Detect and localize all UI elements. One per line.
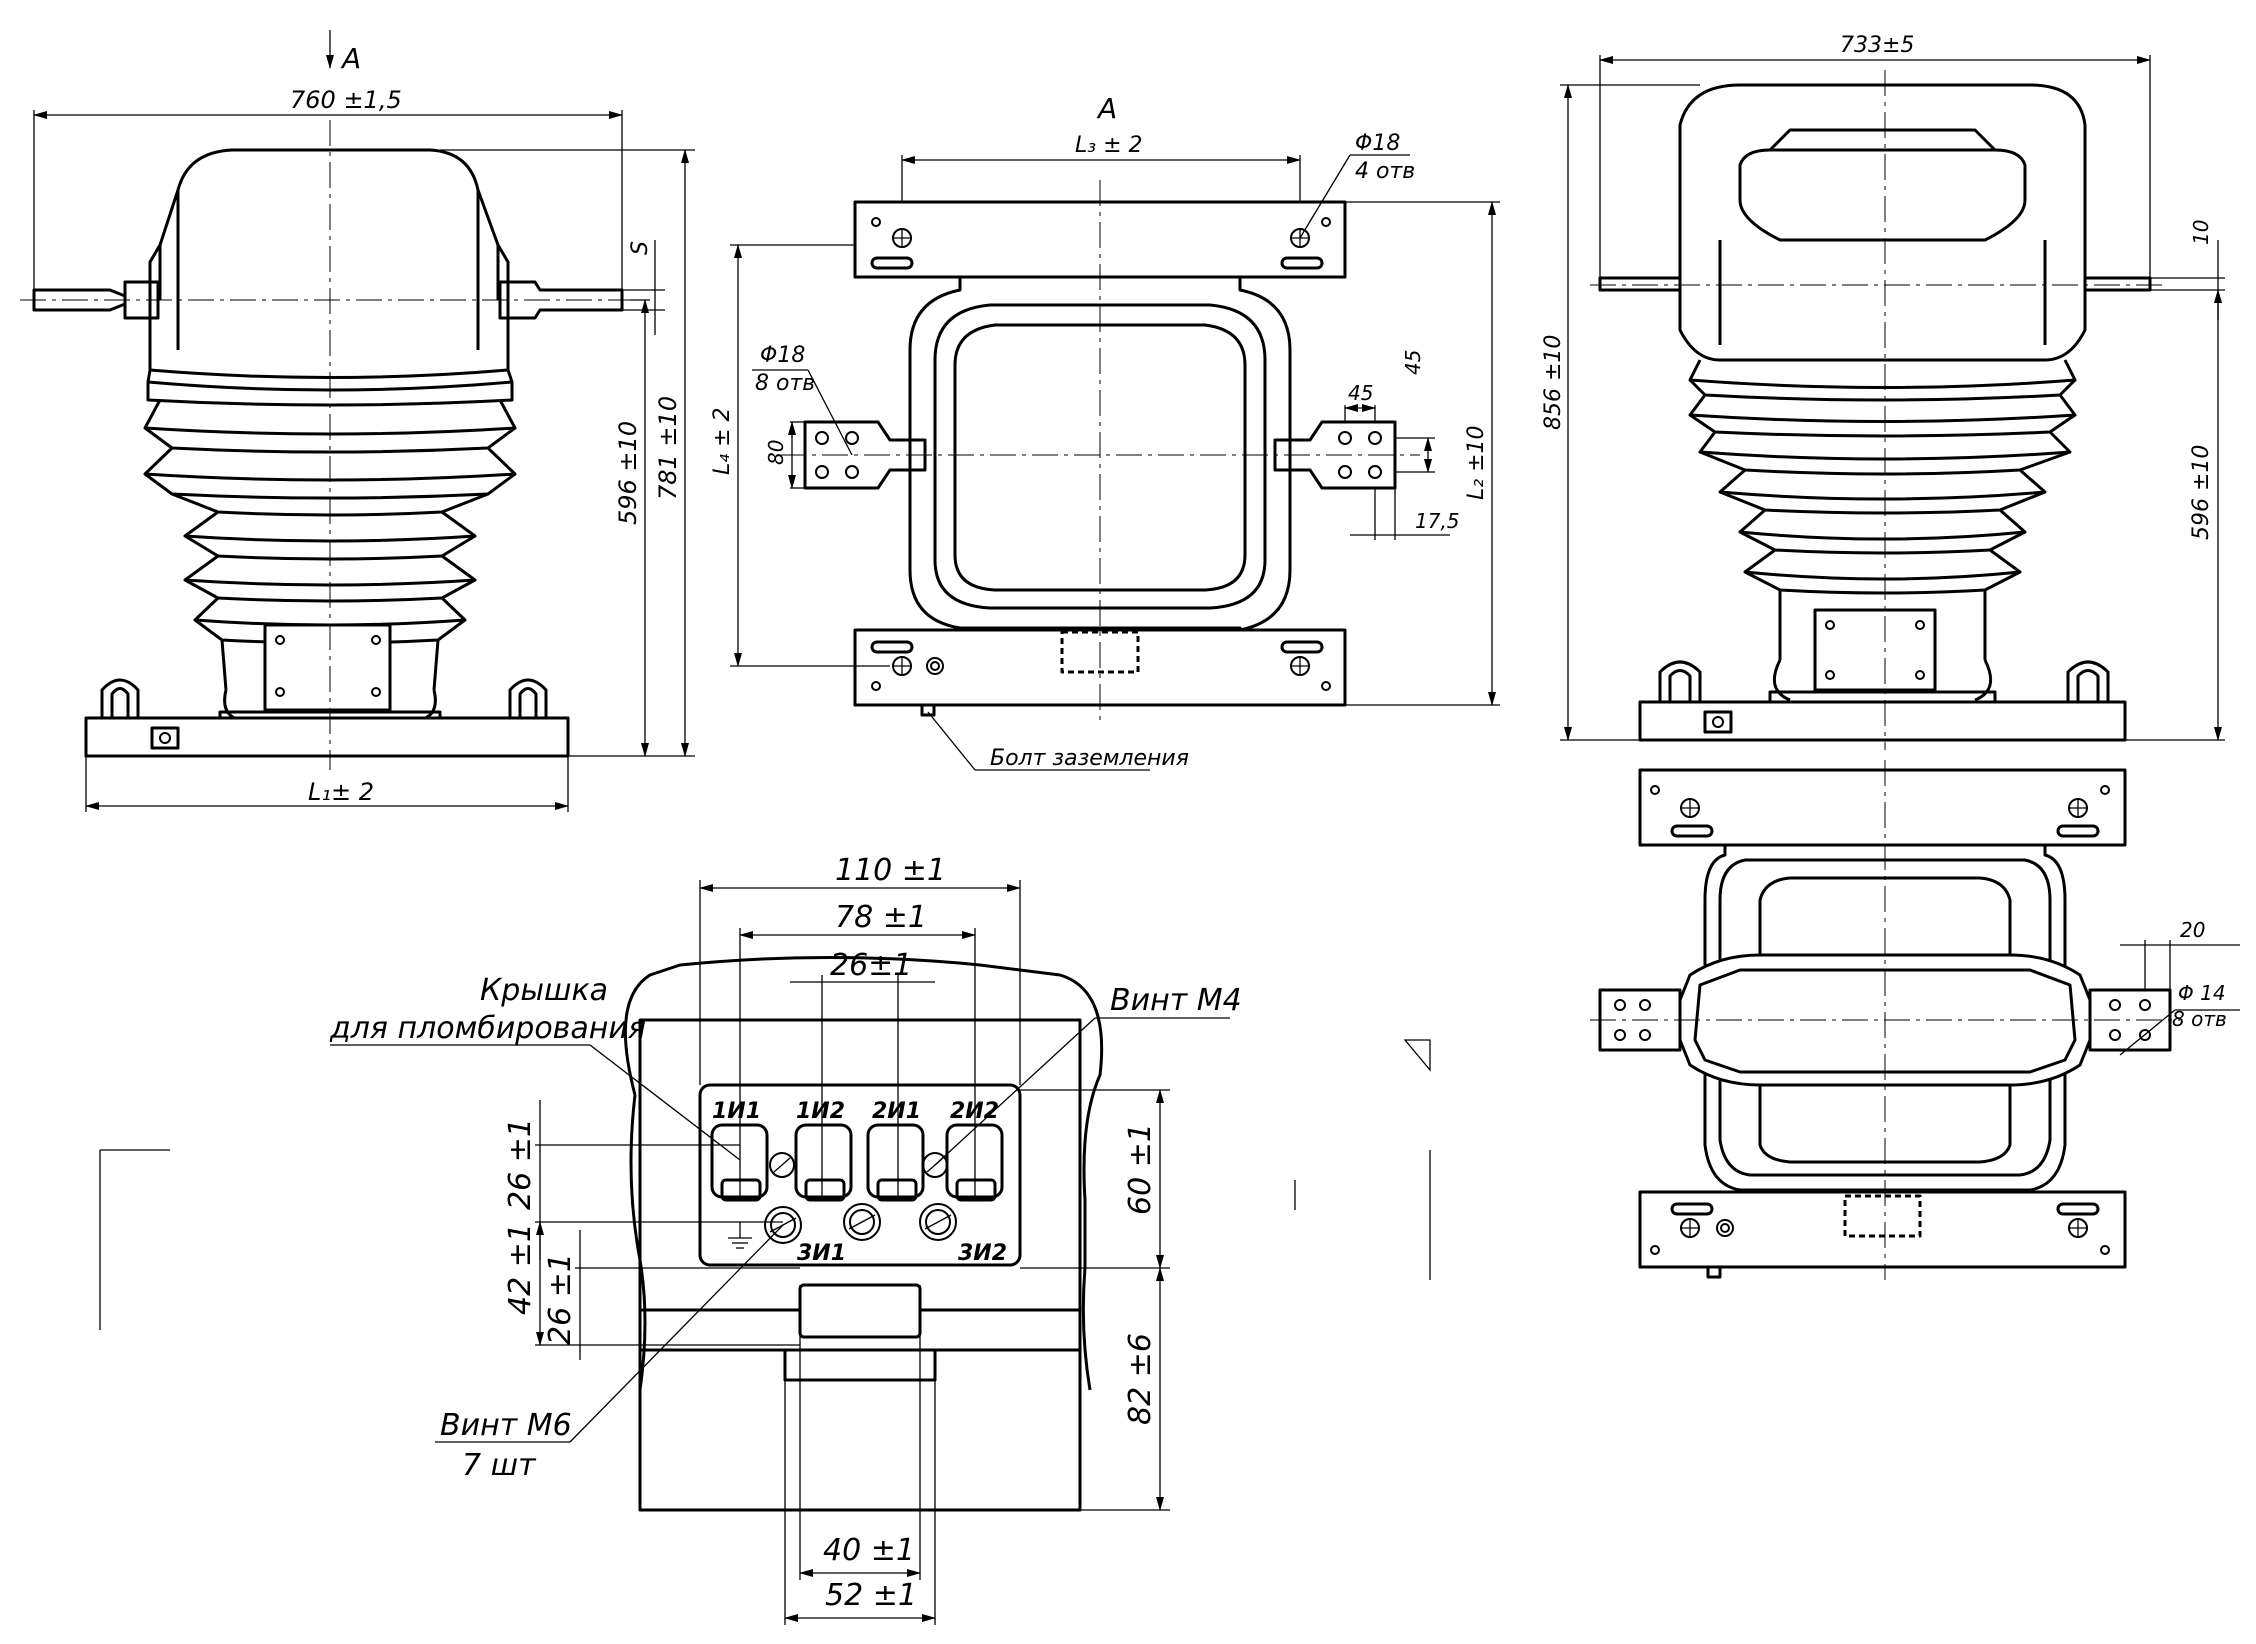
dim-10-label: 10 <box>2189 220 2213 245</box>
terminal-panel <box>698 1083 1022 1267</box>
terminal-3i2: 3И2 <box>958 1241 1007 1266</box>
dim-110-label: 110 ±1 <box>835 853 946 888</box>
terminal-3i1: 3И1 <box>797 1241 846 1266</box>
side-height-596-label: 596 ±10 <box>2189 445 2214 540</box>
hole18-4-callout: Φ18 4 отв <box>1299 131 1415 239</box>
m6-screw-mid <box>843 1203 881 1241</box>
hole18-8-qty: 8 отв <box>755 371 815 396</box>
br-core-outer <box>1703 843 2067 1192</box>
height-596-label: 596 ±10 <box>614 421 642 525</box>
hole18-8-dia: Φ18 <box>760 343 805 368</box>
front-terminal-box <box>263 623 392 712</box>
cover-callout: Крышка для пломбирования <box>329 973 741 1161</box>
hole18-8-callout: Φ18 8 отв <box>752 343 853 456</box>
base-plate <box>84 716 570 758</box>
grounding-bolt-label: Болт заземления <box>990 746 1189 771</box>
dim-45a-label: 45 <box>1348 381 1373 405</box>
right-busbar <box>498 280 624 320</box>
dim-45b-label: 45 <box>1401 350 1425 375</box>
dim-80-label: 80 <box>764 440 788 465</box>
m6-screw-3i1 <box>764 1206 802 1244</box>
top-view: A L₃ ± 2 Φ18 4 отв Φ18 8 отв 80 45 <box>710 92 1500 771</box>
m6-screw-3i2 <box>919 1203 957 1241</box>
hole18-4-qty: 4 отв <box>1355 159 1415 184</box>
hole18-4-dia: Φ18 <box>1355 131 1400 156</box>
dim-40-label: 40 ±1 <box>823 1533 915 1568</box>
left-lifting-eye <box>100 678 140 718</box>
terminal-box-view: 1И1 1И2 2И1 2И2 3И1 3И2 110 ±1 78 ±1 26±… <box>329 853 1242 1625</box>
terminal-1i1: 1И1 <box>712 1099 761 1124</box>
dim-17-5-label: 17,5 <box>1415 509 1460 533</box>
terminal-2i1: 2И1 <box>872 1099 921 1124</box>
br-top-plate <box>1638 768 2127 847</box>
l3-dimension: L₃ ± 2 <box>901 133 1301 235</box>
screw-m4-label: Винт М4 <box>1110 983 1242 1018</box>
side-height-856-label: 856 ±10 <box>1541 335 1566 430</box>
grounding-bolt-callout: Болт заземления <box>927 711 1189 771</box>
dim-20-label: 20 <box>2180 918 2205 942</box>
front-view: A 760 ±1,5 <box>20 30 695 812</box>
dim-78-label: 78 ±1 <box>835 900 927 935</box>
dim-82-label: 82 ±6 <box>1123 1333 1158 1425</box>
side-view: 733±5 856 ±10 596 ±10 10 <box>1541 33 2225 750</box>
hole14-qty: 8 отв <box>2172 1007 2227 1031</box>
dim-26-lower-label: 26 ±1 <box>543 1253 578 1345</box>
width-dim-label: 760 ±1,5 <box>290 86 402 114</box>
width-dimension: 760 ±1,5 <box>33 86 623 305</box>
side-insulator-sheds <box>1688 359 2077 660</box>
dim-26-left-label: 26 ±1 <box>503 1118 538 1210</box>
l2-label: L₂ ±10 <box>1464 426 1489 501</box>
m6-callout: Винт М6 7 шт <box>435 1224 784 1483</box>
terminal-1i2: 1И2 <box>796 1099 845 1124</box>
side-head <box>1678 83 2087 362</box>
side-terminal-box <box>1813 608 1937 692</box>
hole14-callout: Φ 14 8 отв <box>2119 981 2240 1056</box>
dim-26-top-label: 26±1 <box>830 948 912 983</box>
s-dimension: S <box>622 240 665 335</box>
l4-label: L₄ ± 2 <box>710 408 735 476</box>
cover-label-1: Крышка <box>480 973 608 1008</box>
m4-screw-2 <box>922 1152 948 1178</box>
base-width-dimension: L₁± 2 <box>85 756 569 812</box>
screw-m6-label: Винт М6 <box>440 1408 572 1443</box>
br-bottom-plate <box>1638 1190 2127 1269</box>
view-a-title: A <box>1096 92 1117 125</box>
dim-52-label: 52 ±1 <box>825 1578 917 1613</box>
l3-label: L₃ ± 2 <box>1075 133 1143 158</box>
left-terminal <box>803 420 927 490</box>
ground-icon <box>728 1222 752 1249</box>
dim-60-label: 60 ±1 <box>1123 1123 1158 1215</box>
height-781-label: 781 ±10 <box>654 396 682 500</box>
height-dimensions: 596 ±10 781 ±10 <box>440 149 695 757</box>
core-inner <box>933 303 1267 610</box>
screw-m6-qty: 7 шт <box>462 1448 537 1483</box>
view-a-marker: A <box>326 30 361 75</box>
transformer-head <box>158 148 500 300</box>
m4-screw-1 <box>769 1152 795 1178</box>
bottom-right-view: 20 Φ 14 8 отв <box>1590 760 2240 1280</box>
m4-callout: Винт М4 <box>934 983 1242 1166</box>
cover-label-2: для пломбирования <box>329 1011 646 1046</box>
side-base-plate <box>1638 700 2127 742</box>
side-width-label: 733±5 <box>1840 33 1914 58</box>
right-lifting-eye <box>508 678 548 718</box>
cable-plug <box>798 1283 922 1339</box>
view-a-label: A <box>340 42 361 75</box>
dim-42-label: 42 ±1 <box>503 1223 538 1315</box>
s-dim-label: S <box>628 241 653 255</box>
hole14-dia: Φ 14 <box>2178 981 2226 1005</box>
base-width-label: L₁± 2 <box>308 778 374 806</box>
